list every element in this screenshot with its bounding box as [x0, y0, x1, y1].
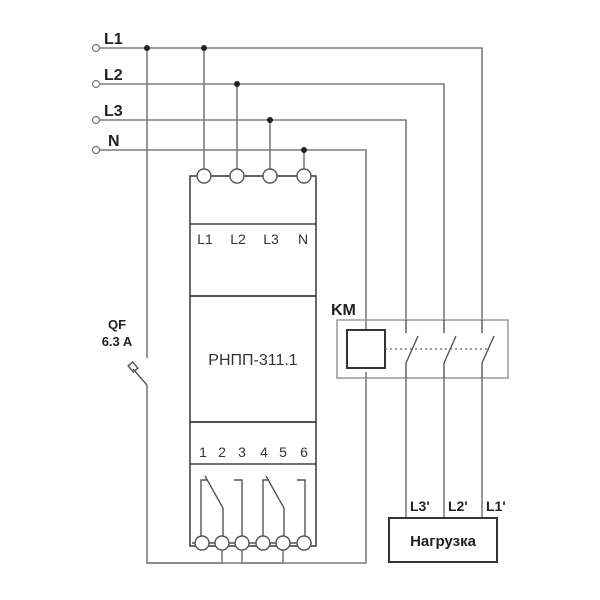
input-label-n: N — [108, 133, 120, 150]
breaker-contact-blade — [132, 368, 148, 386]
relay-terminal-3 — [234, 535, 250, 551]
breaker-trip-icon — [127, 361, 139, 373]
input-label-l3: L3 — [104, 103, 123, 120]
relay-top-label: L1 — [197, 231, 213, 247]
relay-contact-group-2 — [262, 475, 306, 537]
contactor-contact-l3 — [405, 320, 419, 378]
relay-bottom-label: 6 — [300, 444, 308, 460]
relay-bottom-label: 5 — [279, 444, 287, 460]
relay-terminal-n — [296, 168, 312, 184]
contactor-frame — [336, 319, 509, 379]
breaker-qf — [127, 361, 148, 386]
junction-node — [301, 147, 307, 153]
wire-l2-bus — [100, 83, 445, 320]
relay-top-label: L3 — [263, 231, 279, 247]
relay-bottom-label: 2 — [218, 444, 226, 460]
contactor-contact-l1 — [481, 320, 495, 378]
relay-model: РНПП-311.1 — [208, 352, 298, 369]
relay-terminal-6 — [296, 535, 312, 551]
contactor-coil — [346, 329, 386, 369]
contactor-name: KM — [331, 302, 356, 319]
breaker-name: QF — [108, 317, 126, 332]
relay-bottom-label: 1 — [199, 444, 207, 460]
junction-node — [144, 45, 150, 51]
load-terminal-l2: L2' — [448, 498, 468, 514]
contactor-contact-l2 — [443, 320, 457, 378]
junction-node — [267, 117, 273, 123]
relay-bottom-label: 3 — [238, 444, 246, 460]
wire-l1-bus — [100, 47, 483, 320]
load-terminal-l1: L1' — [486, 498, 506, 514]
relay-top-label: N — [298, 231, 308, 247]
relay-contact-group-1 — [200, 475, 243, 537]
relay-terminal-5 — [275, 535, 291, 551]
relay-bottom-label: 4 — [260, 444, 268, 460]
input-label-l1: L1 — [104, 31, 123, 48]
junction-node — [201, 45, 207, 51]
relay-top-label: L2 — [230, 231, 246, 247]
input-terminal-l3 — [91, 115, 101, 125]
breaker-rating: 6.3 A — [102, 334, 133, 349]
input-terminal-l2 — [91, 79, 101, 89]
input-terminal-n — [91, 145, 101, 155]
relay-terminal-l3 — [262, 168, 278, 184]
relay-terminal-2 — [214, 535, 230, 551]
wire-l3-bus — [100, 119, 407, 320]
wire-terminal-2 — [147, 550, 223, 564]
input-terminal-l1 — [91, 43, 101, 53]
wire-terminal-3-to-coil — [241, 372, 367, 564]
relay-terminal-1 — [194, 535, 210, 551]
load-box — [388, 517, 498, 563]
load-terminal-l3: L3' — [410, 498, 430, 514]
relay-terminal-4 — [255, 535, 271, 551]
input-label-l2: L2 — [104, 67, 123, 84]
wire-n-bus — [100, 149, 367, 330]
load-name: Нагрузка — [410, 533, 476, 550]
relay-bottom-section — [189, 421, 317, 547]
junction-node — [234, 81, 240, 87]
relay-terminal-l2 — [229, 168, 245, 184]
relay-terminal-l1 — [196, 168, 212, 184]
